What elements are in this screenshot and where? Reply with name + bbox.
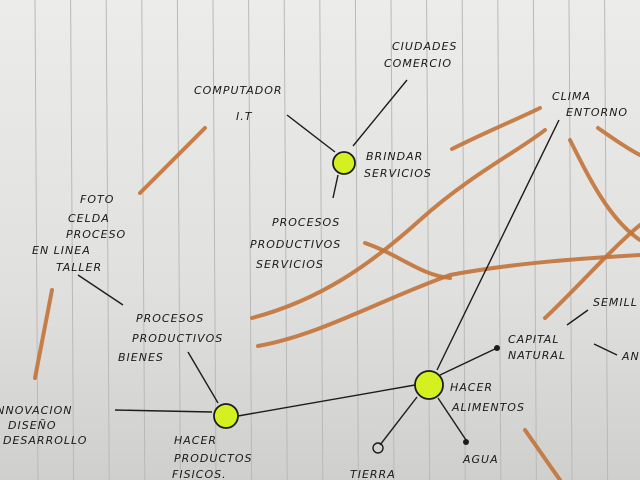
ruling-line [497, 0, 502, 480]
marker-stroke [250, 128, 547, 320]
connectors [77, 79, 618, 454]
line-clima [436, 119, 560, 371]
line-innovacion [114, 409, 213, 413]
ruling-line [532, 0, 537, 480]
line-agua [437, 397, 467, 441]
line-capital [439, 347, 498, 376]
ruling-line [141, 0, 146, 480]
line-proc-bienes [187, 351, 219, 404]
line-an [593, 343, 618, 356]
node-hacer-productos [213, 403, 239, 429]
ruling-line [70, 0, 75, 480]
marker-stroke [33, 288, 54, 380]
label-tierra: TIERRA [350, 468, 396, 480]
marker-strokes [33, 106, 640, 480]
marker-stroke [596, 126, 640, 157]
line-tierra [379, 396, 418, 446]
ruling-line [319, 0, 324, 480]
marker-stroke [363, 241, 452, 280]
line-ciudades [352, 79, 408, 147]
label-agua: AGUA [462, 453, 499, 466]
marker-stroke [450, 106, 542, 151]
ruling-line [34, 0, 39, 480]
ruling-line [354, 0, 359, 480]
ruling-line [461, 0, 466, 480]
line-foto [77, 274, 124, 306]
ruling-line [390, 0, 395, 480]
marker-stroke [523, 428, 562, 480]
ruling-line [248, 0, 253, 480]
ruling-line [568, 0, 573, 480]
node-hacer-alimentos [414, 370, 444, 400]
line-hacer [237, 384, 416, 417]
marker-stroke [138, 126, 207, 195]
marker-stroke [543, 223, 640, 320]
label-an: AN [621, 350, 640, 363]
paper-ruling [34, 0, 609, 480]
node-brindar-servicios [332, 151, 356, 175]
label-semilla: SEMILL [593, 296, 638, 309]
line-proc-servicios [332, 174, 339, 199]
ruling-line [426, 0, 431, 480]
marker-stroke [256, 253, 640, 348]
line-computador [286, 114, 336, 153]
ruling-line [604, 0, 609, 480]
line-semilla [566, 309, 589, 326]
ruling-line [283, 0, 288, 480]
ruling-line [176, 0, 181, 480]
ruling-line [105, 0, 110, 480]
